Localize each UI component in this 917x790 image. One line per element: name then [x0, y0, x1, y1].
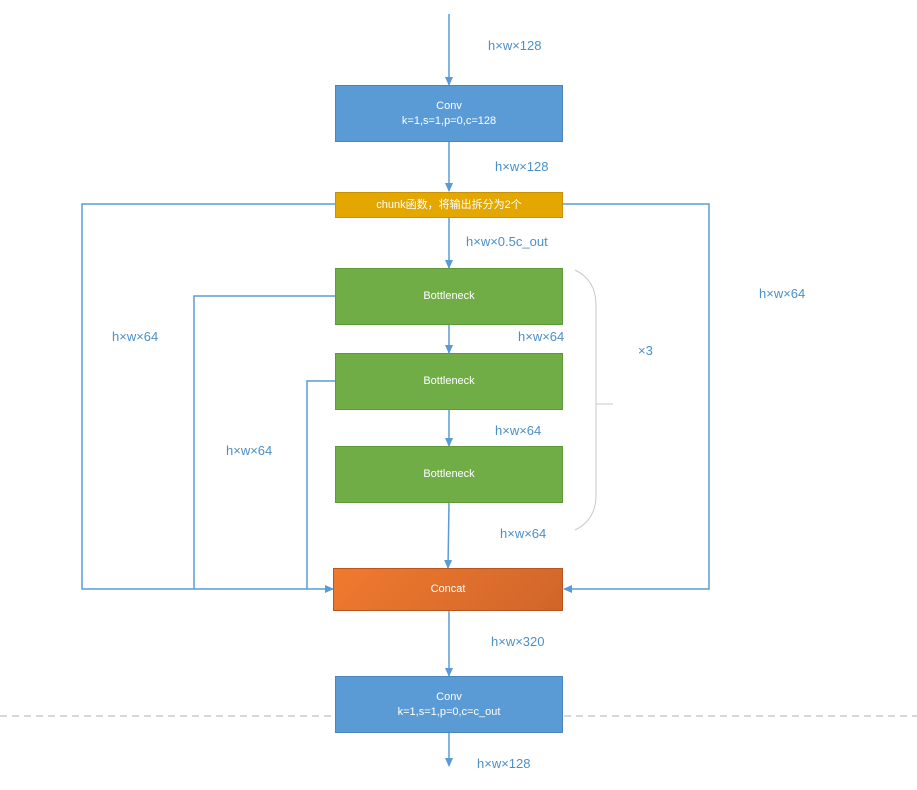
label-repeat: ×3	[638, 343, 653, 358]
repeat-brace	[574, 269, 597, 531]
branch-b1-side	[193, 295, 335, 589]
label-after-conv: h×w×128	[495, 159, 549, 174]
bottleneck-block-3[interactable]: Bottleneck	[335, 446, 563, 503]
conv-top-params: k=1,s=1,p=0,c=128	[401, 114, 497, 127]
conv-top-block[interactable]: Conv k=1,s=1,p=0,c=128	[335, 85, 563, 142]
label-right-branch: h×w×64	[759, 286, 806, 301]
chunk-block[interactable]: chunk函数，将输出拆分为2个	[335, 192, 563, 218]
conv-bottom-params: k=1,s=1,p=0,c=c_out	[397, 705, 501, 718]
branch-left-outer	[81, 203, 335, 593]
bottleneck-block-2[interactable]: Bottleneck	[335, 353, 563, 410]
label-b1-side: h×w×64	[226, 443, 273, 458]
label-output: h×w×128	[477, 756, 531, 771]
label-b1-out: h×w×64	[518, 329, 565, 344]
branch-b2-side	[306, 380, 335, 589]
branch-right-outer	[563, 203, 710, 593]
arrow-b3-to-concat	[444, 502, 453, 569]
label-b2-out: h×w×64	[495, 423, 542, 438]
conv-bottom-block[interactable]: Conv k=1,s=1,p=0,c=c_out	[335, 676, 563, 733]
bottleneck-label: Bottleneck	[423, 290, 475, 302]
conv-top-title: Conv	[436, 99, 462, 112]
bottleneck-label: Bottleneck	[423, 375, 475, 387]
label-b3-out: h×w×64	[500, 526, 547, 541]
chunk-label: chunk函数，将输出拆分为2个	[376, 198, 522, 211]
bottleneck-label: Bottleneck	[423, 468, 475, 480]
label-left-branch: h×w×64	[112, 329, 159, 344]
label-input: h×w×128	[488, 38, 542, 53]
bottleneck-block-1[interactable]: Bottleneck	[335, 268, 563, 325]
label-concat-out: h×w×320	[491, 634, 545, 649]
conv-bottom-title: Conv	[436, 690, 462, 703]
label-split-out: h×w×0.5c_out	[466, 234, 548, 249]
concat-label: Concat	[430, 583, 466, 595]
concat-block[interactable]: Concat	[333, 568, 563, 611]
